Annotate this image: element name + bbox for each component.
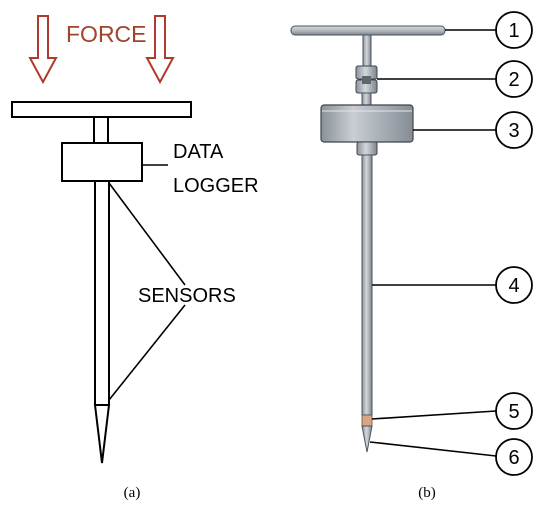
coupling-neck [361, 92, 372, 106]
svg-text:5: 5 [508, 401, 519, 423]
callout-6: 6 [495, 438, 533, 476]
cone-tip-render [361, 425, 373, 453]
rod-shaft [94, 180, 110, 406]
svg-text:6: 6 [508, 447, 519, 469]
callout-6-leader [369, 441, 497, 457]
data-logger-box [61, 142, 143, 182]
caption-b: (b) [418, 485, 436, 501]
coupling-pin [362, 76, 371, 84]
callout-4: 4 [495, 266, 533, 304]
sensor-leader-upper [108, 182, 186, 286]
callout-3: 3 [495, 111, 533, 149]
lower-collar [356, 141, 378, 156]
data-logger-label-line2: LOGGER [173, 175, 259, 197]
svg-text:3: 3 [508, 120, 519, 142]
t-handle-stem [362, 34, 372, 67]
force-arrow-right-icon [145, 15, 175, 85]
rod-upper [93, 116, 109, 144]
sensor-leader-lower [108, 304, 186, 401]
svg-text:2: 2 [508, 69, 519, 91]
cone-tip [93, 404, 111, 464]
svg-text:4: 4 [508, 275, 519, 297]
callout-5-leader [371, 410, 497, 420]
load-plate [11, 101, 192, 118]
panel-a-schematic: FORCE DATA LOGGER SENSORS (a) [11, 15, 259, 501]
force-arrow-left-icon [28, 15, 58, 85]
force-label: FORCE [66, 21, 147, 47]
sensors-label: SENSORS [138, 285, 236, 307]
callout-2: 2 [495, 60, 533, 98]
data-logger-label-line1: DATA [173, 141, 224, 163]
sensor-band [361, 414, 373, 427]
t-handle-bar [290, 25, 446, 36]
rod-long [361, 154, 373, 416]
caption-a: (a) [124, 485, 141, 501]
panel-b-render: 1 2 3 4 5 6 (b) [290, 11, 533, 501]
callout-5: 5 [495, 392, 533, 430]
callout-1: 1 [495, 11, 533, 49]
svg-text:1: 1 [508, 20, 519, 42]
